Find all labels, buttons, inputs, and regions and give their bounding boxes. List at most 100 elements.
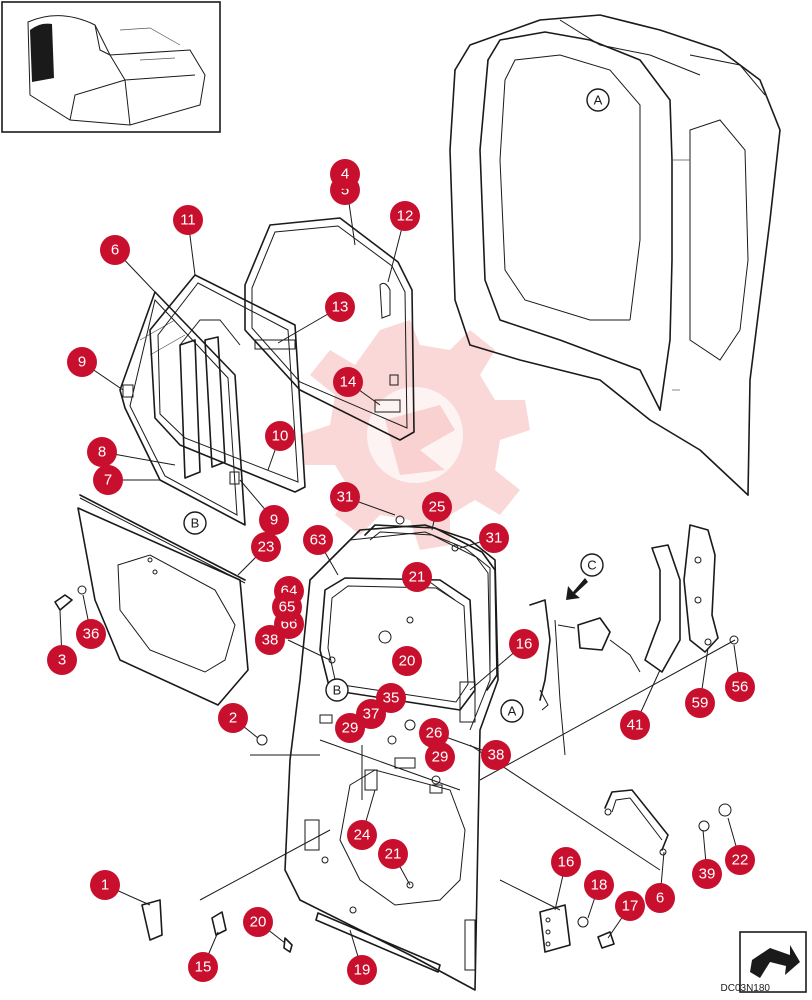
callout-9-upper: 9 bbox=[67, 347, 97, 377]
callout-23: 23 bbox=[251, 532, 281, 562]
svg-text:13: 13 bbox=[332, 299, 349, 316]
svg-text:7: 7 bbox=[104, 472, 112, 489]
callout-16-hinge: 16 bbox=[551, 847, 581, 877]
cab-locator-icon bbox=[27, 15, 206, 126]
callout-59: 59 bbox=[685, 688, 715, 718]
svg-text:B: B bbox=[191, 516, 200, 531]
svg-text:20: 20 bbox=[250, 914, 267, 931]
svg-text:10: 10 bbox=[272, 428, 289, 445]
svg-text:A: A bbox=[594, 93, 603, 108]
svg-text:18: 18 bbox=[591, 877, 608, 894]
svg-text:3: 3 bbox=[58, 652, 66, 669]
callout-8: 8 bbox=[87, 437, 117, 467]
svg-text:41: 41 bbox=[627, 717, 644, 734]
callout-39: 39 bbox=[692, 859, 722, 889]
svg-text:2: 2 bbox=[229, 710, 237, 727]
svg-text:15: 15 bbox=[195, 959, 212, 976]
callout-21-top: 21 bbox=[402, 562, 432, 592]
callout-35: 35 bbox=[376, 683, 406, 713]
callout-20-lower: 20 bbox=[243, 907, 273, 937]
svg-text:35: 35 bbox=[383, 690, 400, 707]
svg-text:12: 12 bbox=[397, 208, 414, 225]
svg-text:29: 29 bbox=[342, 720, 359, 737]
svg-text:14: 14 bbox=[340, 374, 357, 391]
callout-10: 10 bbox=[265, 421, 295, 451]
svg-text:A: A bbox=[508, 704, 517, 719]
callout-22: 22 bbox=[725, 845, 755, 875]
drawing-code: DC03N180 bbox=[720, 983, 770, 994]
svg-text:5: 5 bbox=[341, 182, 349, 199]
direction-arrow-icon bbox=[566, 578, 588, 600]
svg-text:1: 1 bbox=[101, 877, 109, 894]
callout-12: 12 bbox=[390, 201, 420, 231]
svg-text:37: 37 bbox=[363, 706, 380, 723]
callout-38-upper: 38 bbox=[255, 625, 285, 655]
svg-text:16: 16 bbox=[516, 636, 533, 653]
callout-11: 11 bbox=[173, 205, 203, 235]
inner-trim-panel bbox=[77, 494, 249, 706]
callout-65: 65 bbox=[272, 592, 302, 622]
callout-20-upper: 20 bbox=[392, 646, 422, 676]
svg-text:29: 29 bbox=[432, 749, 449, 766]
svg-text:B: B bbox=[333, 683, 342, 698]
glass-seal-middle bbox=[149, 274, 306, 493]
callout-29-right: 29 bbox=[425, 742, 455, 772]
callout-3: 3 bbox=[47, 645, 77, 675]
window-frame-rear bbox=[244, 217, 415, 441]
svg-text:38: 38 bbox=[262, 632, 279, 649]
svg-text:20: 20 bbox=[399, 653, 416, 670]
svg-text:6: 6 bbox=[656, 890, 664, 907]
callout-31-right: 31 bbox=[479, 523, 509, 553]
svg-text:36: 36 bbox=[83, 626, 100, 643]
hinge-bracket bbox=[644, 524, 739, 673]
callout-26: 26 bbox=[419, 718, 449, 748]
callout-1: 1 bbox=[90, 870, 120, 900]
callout-14: 14 bbox=[333, 367, 363, 397]
svg-text:65: 65 bbox=[279, 599, 296, 616]
callout-24: 24 bbox=[347, 820, 377, 850]
callout-37: 37 bbox=[356, 699, 386, 729]
glass-strips bbox=[179, 319, 241, 479]
latch-mechanism bbox=[529, 599, 641, 756]
callout-31-left: 31 bbox=[330, 482, 360, 512]
ref-c-view: C bbox=[580, 553, 604, 577]
svg-text:11: 11 bbox=[180, 212, 196, 229]
hardware-parts bbox=[54, 515, 732, 973]
svg-text:31: 31 bbox=[337, 489, 354, 506]
callout-25: 25 bbox=[422, 492, 452, 522]
callout-6-handle: 6 bbox=[645, 883, 675, 913]
ref-a-door: A bbox=[500, 699, 524, 723]
callout-56: 56 bbox=[725, 672, 755, 702]
svg-text:24: 24 bbox=[354, 827, 371, 844]
watermark-gear-logo bbox=[300, 320, 530, 550]
callout-4: 4 bbox=[330, 159, 360, 189]
callout-2: 2 bbox=[218, 703, 248, 733]
callout-9-lower: 9 bbox=[259, 505, 289, 535]
cab-locator-inset bbox=[1, 1, 221, 133]
svg-text:56: 56 bbox=[732, 679, 749, 696]
callout-15: 15 bbox=[188, 952, 218, 982]
callout-41: 41 bbox=[620, 710, 650, 740]
callout-7: 7 bbox=[93, 465, 123, 495]
svg-text:17: 17 bbox=[622, 898, 639, 915]
svg-text:38: 38 bbox=[488, 747, 505, 764]
callout-13: 13 bbox=[325, 292, 355, 322]
callout-16-latch: 16 bbox=[509, 629, 539, 659]
orientation-arrow-icon bbox=[739, 931, 807, 993]
svg-text:C: C bbox=[587, 558, 596, 573]
svg-text:6: 6 bbox=[111, 242, 119, 259]
svg-text:4: 4 bbox=[341, 166, 349, 183]
ref-b-door: B bbox=[325, 678, 349, 702]
svg-text:21: 21 bbox=[409, 569, 426, 586]
svg-text:19: 19 bbox=[354, 962, 371, 979]
ref-a-cab: A bbox=[586, 88, 610, 112]
callout-36: 36 bbox=[76, 619, 106, 649]
svg-text:31: 31 bbox=[486, 530, 503, 547]
callout-21-lower: 21 bbox=[378, 839, 408, 869]
callout-38-lower: 38 bbox=[481, 740, 511, 770]
svg-text:39: 39 bbox=[699, 866, 716, 883]
svg-text:26: 26 bbox=[426, 725, 443, 742]
callout-17: 17 bbox=[615, 891, 645, 921]
callout-18: 18 bbox=[584, 870, 614, 900]
